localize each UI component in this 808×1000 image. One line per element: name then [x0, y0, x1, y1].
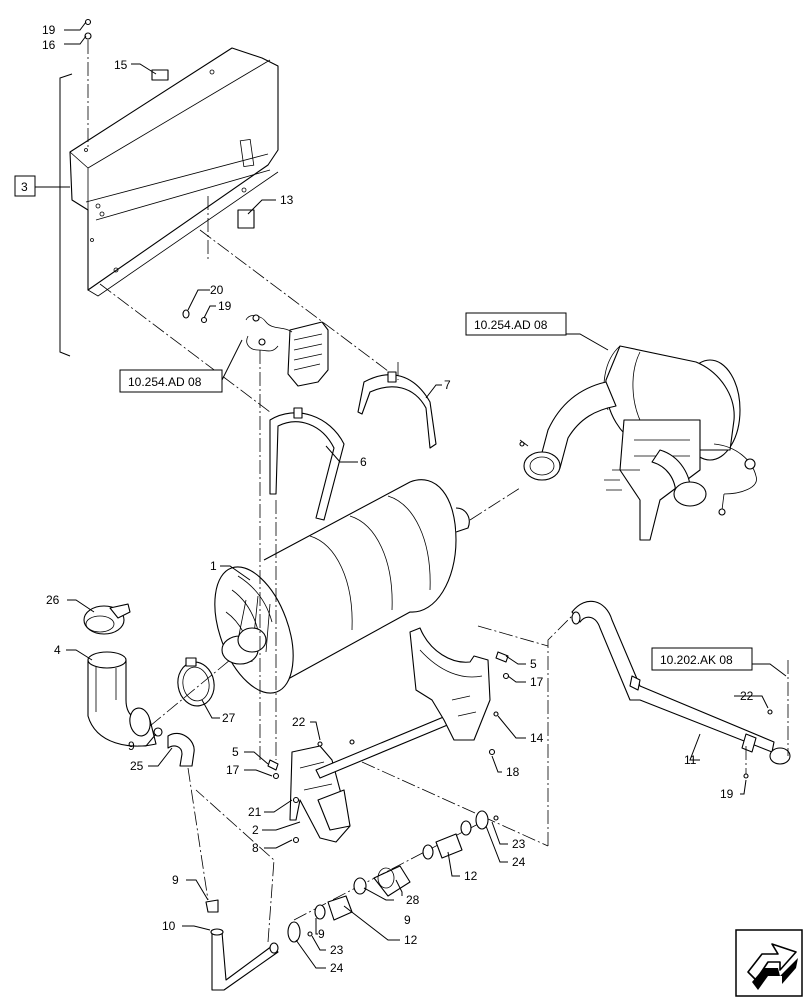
aftertreatment-assembly: [519, 345, 757, 541]
callout-3-box: [14, 175, 36, 197]
callout-19-top: 19: [42, 23, 56, 37]
wiring-controller-module: [245, 314, 329, 387]
callout-22-left: 22: [292, 715, 306, 729]
elbow-to-canister-line: [149, 659, 231, 727]
rain-cap-26: [83, 603, 131, 635]
reference-link-top-right[interactable]: 10.254.AD 08: [465, 312, 567, 336]
callout-9-elbow: 9: [128, 739, 135, 753]
callout-3: 3: [21, 180, 28, 194]
next-page-button[interactable]: [735, 929, 803, 997]
bolt-5-17-left: [267, 759, 280, 780]
panel-bracket-line: [59, 73, 73, 357]
reference-link-top-right-text: 10.254.AD 08: [474, 318, 548, 332]
bolt-19-right: [743, 773, 749, 779]
shield-to-clamp-line-b: [199, 229, 401, 381]
callout-20: 20: [210, 283, 224, 297]
reference-link-left[interactable]: 10.254.AD 08: [119, 369, 223, 393]
band-clamp-27: [177, 657, 215, 707]
outlet-elbow-4: [87, 651, 157, 747]
reference-link-left-text: 10.254.AD 08: [128, 375, 202, 389]
bolt-misc: [349, 739, 355, 745]
pipe-10: [210, 928, 279, 991]
callout-18: 18: [506, 765, 520, 779]
shield-to-clamp-line-a: [99, 283, 271, 413]
callout-leaders: [35, 21, 787, 969]
line-to-pipe-11: [547, 615, 573, 846]
washer-bolt-20-19: [182, 309, 208, 324]
diag-line-bracket: [361, 761, 549, 847]
clamp-strap-6: [269, 407, 345, 521]
callout-23-upper: 23: [512, 837, 526, 851]
bolt-8: [292, 836, 300, 844]
callout-27: 27: [222, 711, 236, 725]
callout-16: 16: [42, 38, 56, 52]
callout-26: 26: [46, 593, 60, 607]
chain-upper: [422, 810, 499, 860]
callout-22-right: 22: [740, 689, 754, 703]
callout-5-left: 5: [232, 745, 239, 759]
bolt-21: [292, 796, 300, 804]
clamp-strap-7: [357, 371, 437, 449]
callout-12-upper: 12: [464, 869, 478, 883]
callout-10: 10: [162, 919, 176, 933]
callout-1: 1: [210, 559, 217, 573]
pipe-11: [571, 600, 791, 765]
line-down-pipe10: [195, 789, 275, 943]
bolt-22-left: [317, 741, 323, 747]
callout-15: 15: [114, 58, 128, 72]
callout-2: 2: [252, 823, 259, 837]
reference-link-pipe-text: 10.202.AK 08: [660, 653, 733, 667]
callout-14: 14: [530, 731, 544, 745]
callout-13: 13: [280, 193, 294, 207]
callout-11: 11: [684, 753, 697, 767]
callout-24-upper: 24: [512, 855, 526, 869]
callout-9-filter: 9: [404, 913, 411, 927]
callout-17-right: 17: [530, 675, 544, 689]
callout-8: 8: [252, 841, 259, 855]
exhaust-canister: [214, 479, 470, 694]
bolt-22-right: [767, 709, 773, 715]
hose-25: [167, 732, 195, 767]
bolt-14-pin: [493, 711, 499, 717]
callout-7: 7: [444, 378, 451, 392]
hose-to-pipe10-line: [187, 767, 209, 901]
mounting-bracket-14: [409, 627, 491, 741]
callout-24-lower: 24: [330, 961, 344, 975]
callout-19-mid: 19: [218, 299, 232, 313]
bolt-18: [488, 748, 496, 756]
callout-6: 6: [360, 455, 367, 469]
callout-9-pipe10: 9: [172, 873, 179, 887]
mounting-bracket-2: [289, 745, 351, 843]
callout-5-right: 5: [530, 657, 537, 671]
reference-link-pipe[interactable]: 10.202.AK 08: [651, 647, 753, 671]
chain-lower: [287, 865, 411, 943]
callout-28: 28: [406, 893, 420, 907]
clamp-9-pipe10: [205, 899, 219, 913]
callout-19-right: 19: [720, 787, 734, 801]
next-page-arrow-icon: [747, 943, 798, 990]
callout-9-lower: 9: [318, 927, 325, 941]
callout-21: 21: [248, 805, 262, 819]
callout-17-left: 17: [226, 763, 240, 777]
callout-23-lower: 23: [330, 943, 344, 957]
callout-12-lower: 12: [404, 933, 418, 947]
callout-25: 25: [130, 759, 144, 773]
callout-4: 4: [54, 643, 61, 657]
heat-shield-panel: [69, 47, 279, 297]
line-bracket-to-right: [477, 625, 549, 647]
callout-labels: 19 16 15 3 13 20 19 7 6 1 26 4 27 9 25 5…: [14, 23, 754, 975]
canister-outlet-line: [469, 487, 521, 521]
